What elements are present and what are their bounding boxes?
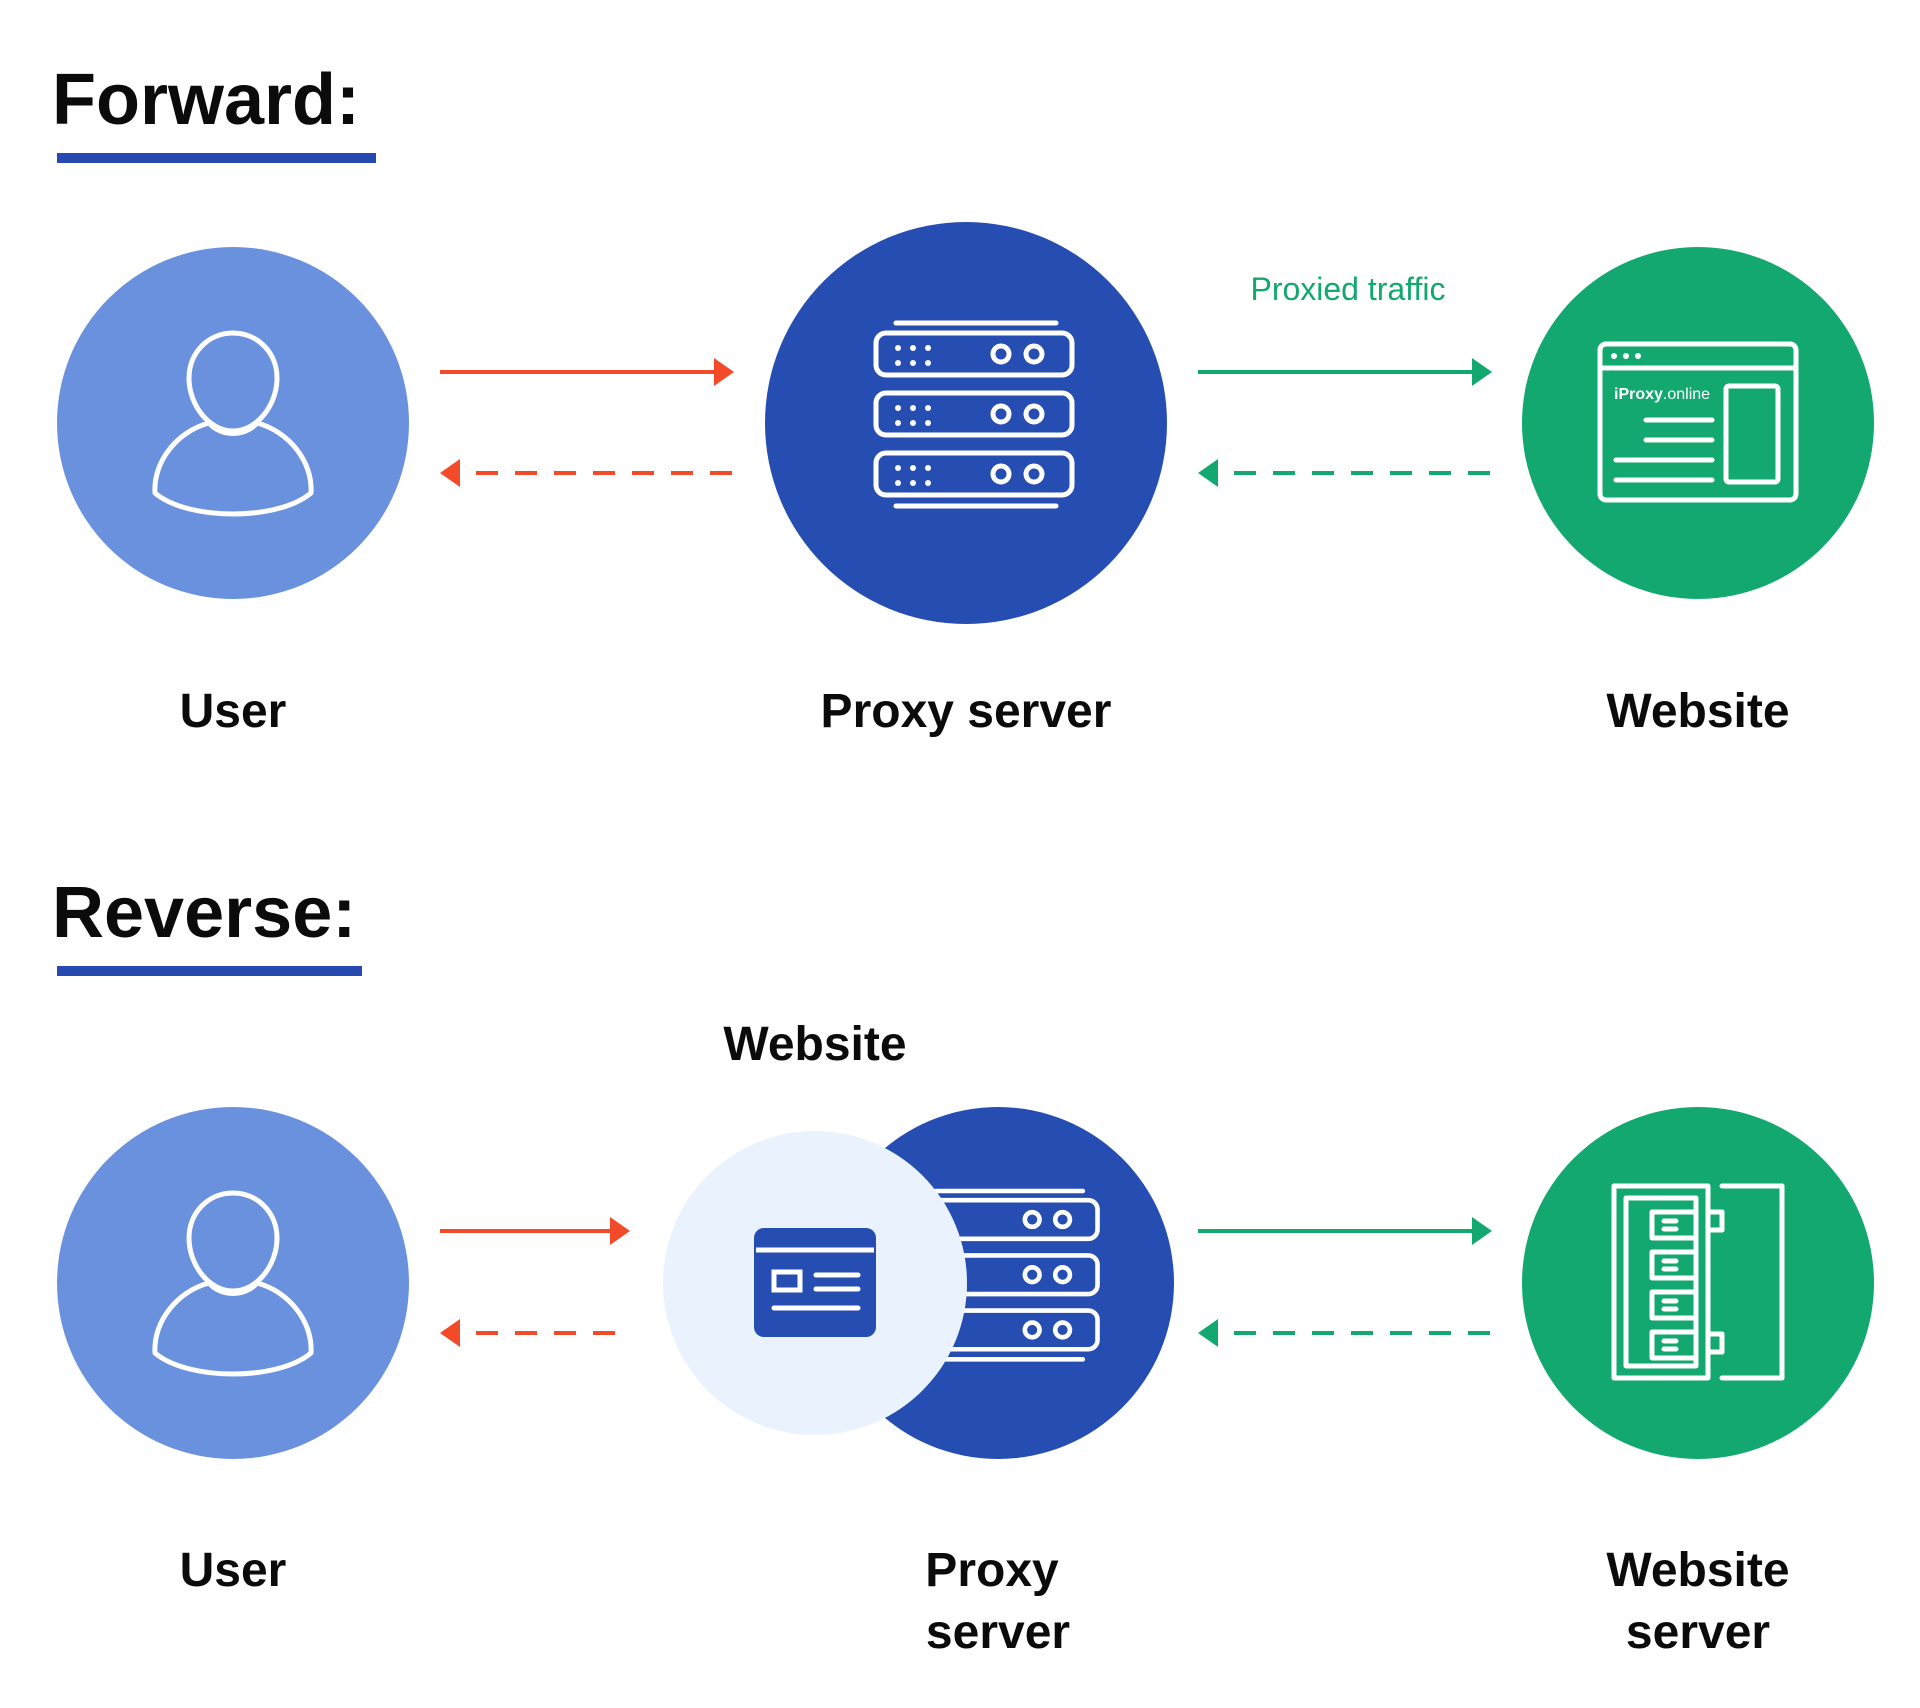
proxied-traffic-label: Proxied traffic (1250, 271, 1445, 307)
reverse-proxy-label-line2: server (926, 1606, 1070, 1659)
website-card-icon (754, 1228, 876, 1337)
user-circle (57, 247, 409, 599)
forward-request-arrow (440, 358, 734, 386)
forward-proxy-node: Proxy server (765, 222, 1167, 738)
reverse-website-server-label-line1: Website (1606, 1544, 1789, 1597)
user-circle (57, 1107, 409, 1459)
reverse-user-node: User (57, 1107, 409, 1597)
forward-title: Forward: (52, 60, 360, 140)
forward-website-label: Website (1606, 685, 1789, 738)
forward-user-node: User (57, 247, 409, 738)
forward-user-label: User (180, 685, 287, 738)
reverse-proxy-node: Proxy server (663, 1107, 1174, 1659)
forward-website-node: iProxy.online Website (1522, 247, 1874, 738)
reverse-request-arrow (440, 1217, 630, 1245)
reverse-inbound-arrow (1198, 1319, 1492, 1347)
reverse-website-badge-label: Website (723, 1018, 906, 1071)
reverse-user-label: User (180, 1544, 287, 1597)
website-circle (1522, 247, 1874, 599)
browser-dots (1611, 353, 1641, 359)
reverse-website-server-label-line2: server (1626, 1606, 1770, 1659)
iproxy-logo: iProxy.online (1614, 386, 1710, 403)
reverse-website-server-node: Website server (1522, 1107, 1874, 1659)
forward-response-arrow (440, 459, 734, 487)
reverse-outbound-arrow (1198, 1217, 1492, 1245)
reverse-title: Reverse: (52, 873, 356, 953)
forward-proxy-label: Proxy server (821, 685, 1112, 738)
reverse-proxy-label-line1: Proxy (925, 1544, 1059, 1597)
forward-inbound-arrow (1198, 459, 1492, 487)
forward-outbound-arrow (1198, 358, 1492, 386)
reverse-response-arrow (440, 1319, 630, 1347)
proxy-circle (765, 222, 1167, 624)
server-cabinet-icon (1611, 1183, 1785, 1381)
forward-title-underline (57, 153, 376, 163)
browser-window-icon (1597, 341, 1799, 503)
reverse-title-underline (57, 966, 362, 976)
